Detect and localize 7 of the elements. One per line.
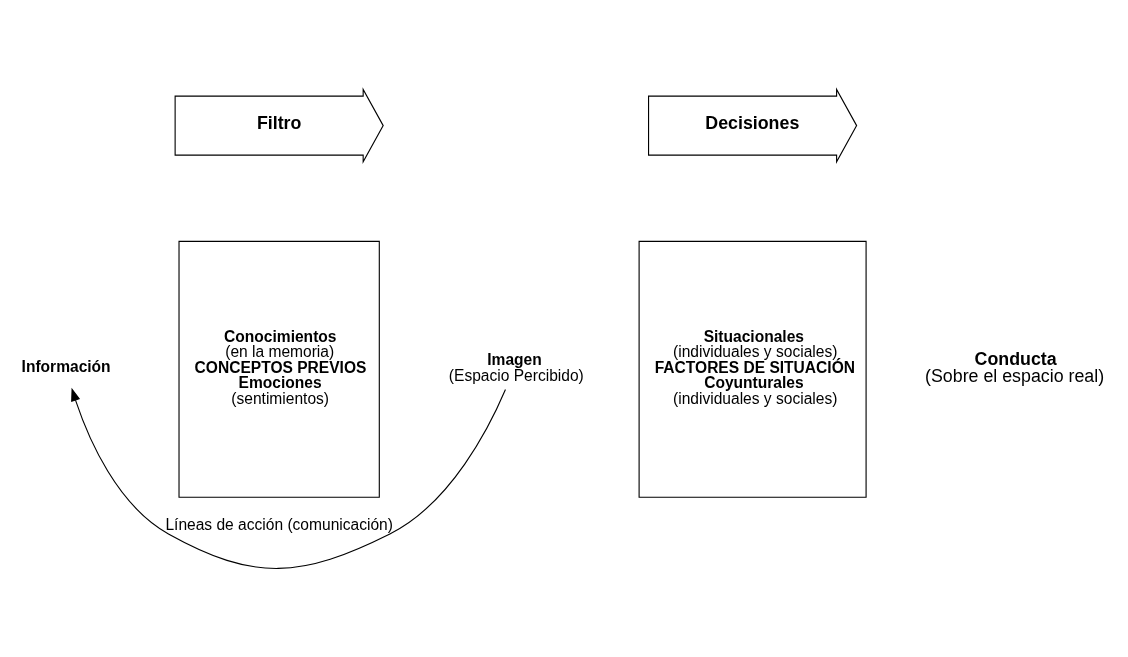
edge-label: Líneas de acción (comunicación) xyxy=(165,515,393,533)
node-box: Conocimientos (en la memoria) CONCEPTOS PREVIOS Emociones (sentimientos) xyxy=(178,240,380,498)
node-box: Situacionales (individuales y sociales) FACTORES DE SITUACIÓN Coyunturales (individuales y sociales) xyxy=(638,240,867,498)
node-text: Información xyxy=(21,357,111,375)
arrow xyxy=(71,387,506,569)
node-text: Imagen (Espacio Percibido) xyxy=(448,350,584,384)
node-text: Conducta (Sobre el espacio real) xyxy=(925,348,1105,386)
